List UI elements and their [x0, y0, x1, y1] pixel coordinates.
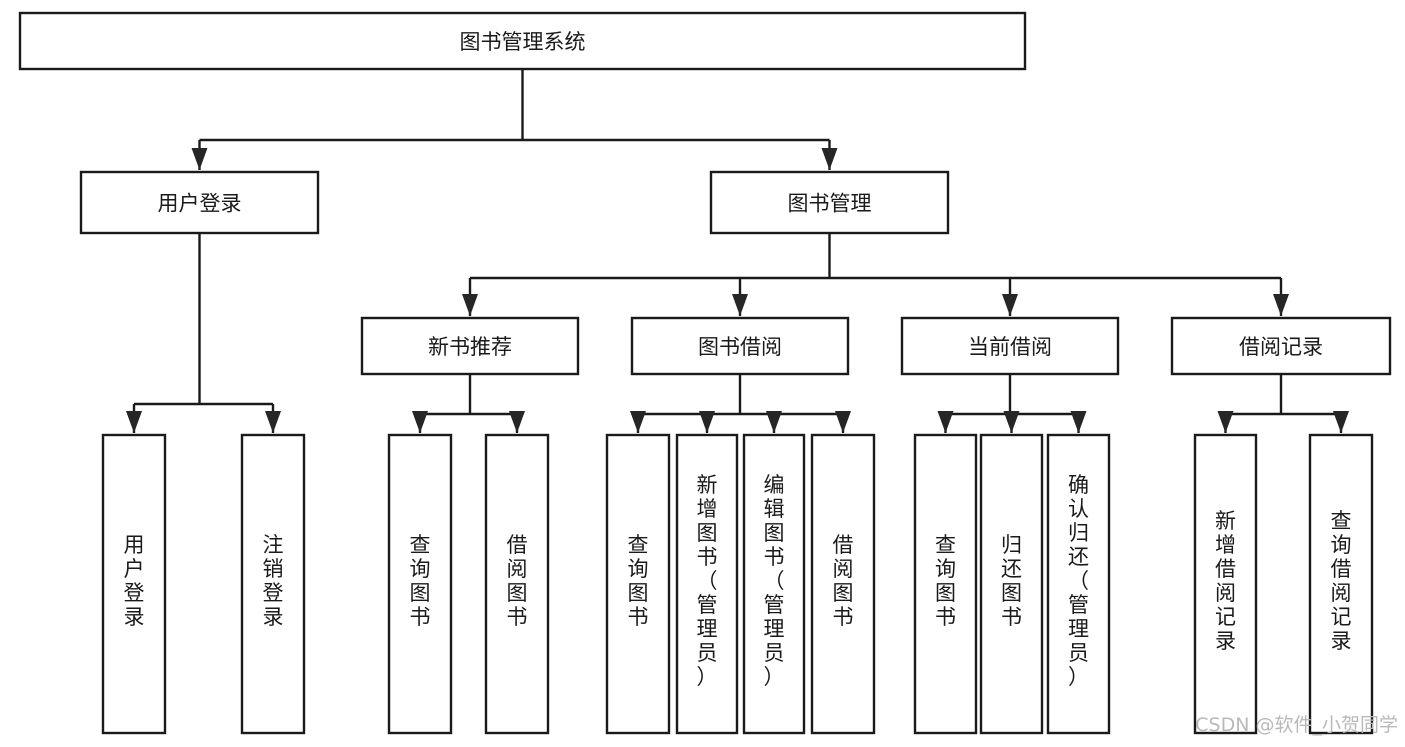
- watermark-label: CSDN @软件_小贺同学: [1195, 714, 1398, 736]
- node-level3-3-rect[interactable]: [1170, 316, 1392, 376]
- node-level3-0-rect[interactable]: [360, 316, 580, 376]
- node-leaf-5-rect[interactable]: [675, 433, 739, 735]
- node-leaf-4-label: 查询图书: [628, 533, 649, 629]
- node-leaf-6-rect[interactable]: [742, 433, 806, 735]
- node-leaf-0-label: 用户登录: [124, 533, 145, 629]
- node-leaf-9-rect[interactable]: [979, 433, 1044, 735]
- node-leaf-0-rect[interactable]: [101, 433, 167, 735]
- node-leaf-4[interactable]: 查询图书: [605, 433, 671, 735]
- node-level2-0[interactable]: 用户登录: [79, 170, 320, 235]
- node-leaf-10-label: 确认归还（管理员）: [1068, 473, 1089, 689]
- node-level3-1[interactable]: 图书借阅: [630, 316, 850, 376]
- node-leaf-6[interactable]: 编辑图书（管理员）: [742, 433, 806, 735]
- node-level3-3[interactable]: 借阅记录: [1170, 316, 1392, 376]
- node-leaf-2-label: 查询图书: [410, 533, 431, 629]
- node-leaf-5-label: 新增图书（管理员）: [697, 473, 718, 689]
- node-level3-1-label: 图书借阅: [698, 335, 782, 359]
- node-leaf-4-rect[interactable]: [605, 433, 671, 735]
- node-level2-1-label: 图书管理: [788, 192, 872, 216]
- node-level3-0-label: 新书推荐: [428, 335, 512, 359]
- node-leaf-1-rect[interactable]: [240, 433, 306, 735]
- node-leaf-7-rect[interactable]: [810, 433, 876, 735]
- node-leaf-7[interactable]: 借阅图书: [810, 433, 876, 735]
- node-root-rect[interactable]: [18, 11, 1027, 71]
- node-level3-1-rect[interactable]: [630, 316, 850, 376]
- node-leaf-8-label: 查询图书: [935, 533, 956, 629]
- node-level3-2-label: 当前借阅: [968, 335, 1052, 359]
- node-level2-1[interactable]: 图书管理: [709, 170, 950, 235]
- node-level3-2-rect[interactable]: [900, 316, 1120, 376]
- node-leaf-0[interactable]: 用户登录: [101, 433, 167, 735]
- node-leaf-12[interactable]: 查询借阅记录: [1308, 433, 1374, 735]
- node-leaf-3-label: 借阅图书: [507, 533, 528, 629]
- node-leaf-6-label: 编辑图书（管理员）: [764, 473, 785, 689]
- connector-lines: [132, 69, 1343, 433]
- node-leaf-8[interactable]: 查询图书: [913, 433, 978, 735]
- node-root-label: 图书管理系统: [460, 30, 586, 54]
- node-leaf-12-rect[interactable]: [1308, 433, 1374, 735]
- node-leaf-7-label: 借阅图书: [833, 533, 854, 629]
- connector-arrowheads: [126, 148, 1349, 433]
- node-leaf-1-label: 注销登录: [263, 533, 284, 629]
- node-leaf-10-rect[interactable]: [1046, 433, 1111, 735]
- node-leaf-9[interactable]: 归还图书: [979, 433, 1044, 735]
- node-leaf-12-label: 查询借阅记录: [1331, 509, 1352, 653]
- node-leaf-11[interactable]: 新增借阅记录: [1193, 433, 1258, 735]
- node-leaf-3-rect[interactable]: [484, 433, 550, 735]
- node-leaf-2[interactable]: 查询图书: [387, 433, 453, 735]
- node-leaf-8-rect[interactable]: [913, 433, 978, 735]
- node-level2-1-rect[interactable]: [709, 170, 950, 235]
- node-leaf-2-rect[interactable]: [387, 433, 453, 735]
- node-leaf-11-rect[interactable]: [1193, 433, 1258, 735]
- node-level3-0[interactable]: 新书推荐: [360, 316, 580, 376]
- node-leaf-10[interactable]: 确认归还（管理员）: [1046, 433, 1111, 735]
- node-root[interactable]: 图书管理系统: [18, 11, 1027, 71]
- node-leaf-1[interactable]: 注销登录: [240, 433, 306, 735]
- node-leaf-5[interactable]: 新增图书（管理员）: [675, 433, 739, 735]
- node-level2-0-rect[interactable]: [79, 170, 320, 235]
- node-level3-2[interactable]: 当前借阅: [900, 316, 1120, 376]
- node-leaf-3[interactable]: 借阅图书: [484, 433, 550, 735]
- node-level2-0-label: 用户登录: [158, 192, 242, 216]
- node-leaf-11-label: 新增借阅记录: [1215, 509, 1236, 653]
- node-leaf-9-label: 归还图书: [1001, 533, 1022, 629]
- node-level3-3-label: 借阅记录: [1239, 335, 1323, 359]
- node-boxes: 图书管理系统用户登录图书管理新书推荐图书借阅当前借阅借阅记录用户登录注销登录查询…: [18, 11, 1392, 735]
